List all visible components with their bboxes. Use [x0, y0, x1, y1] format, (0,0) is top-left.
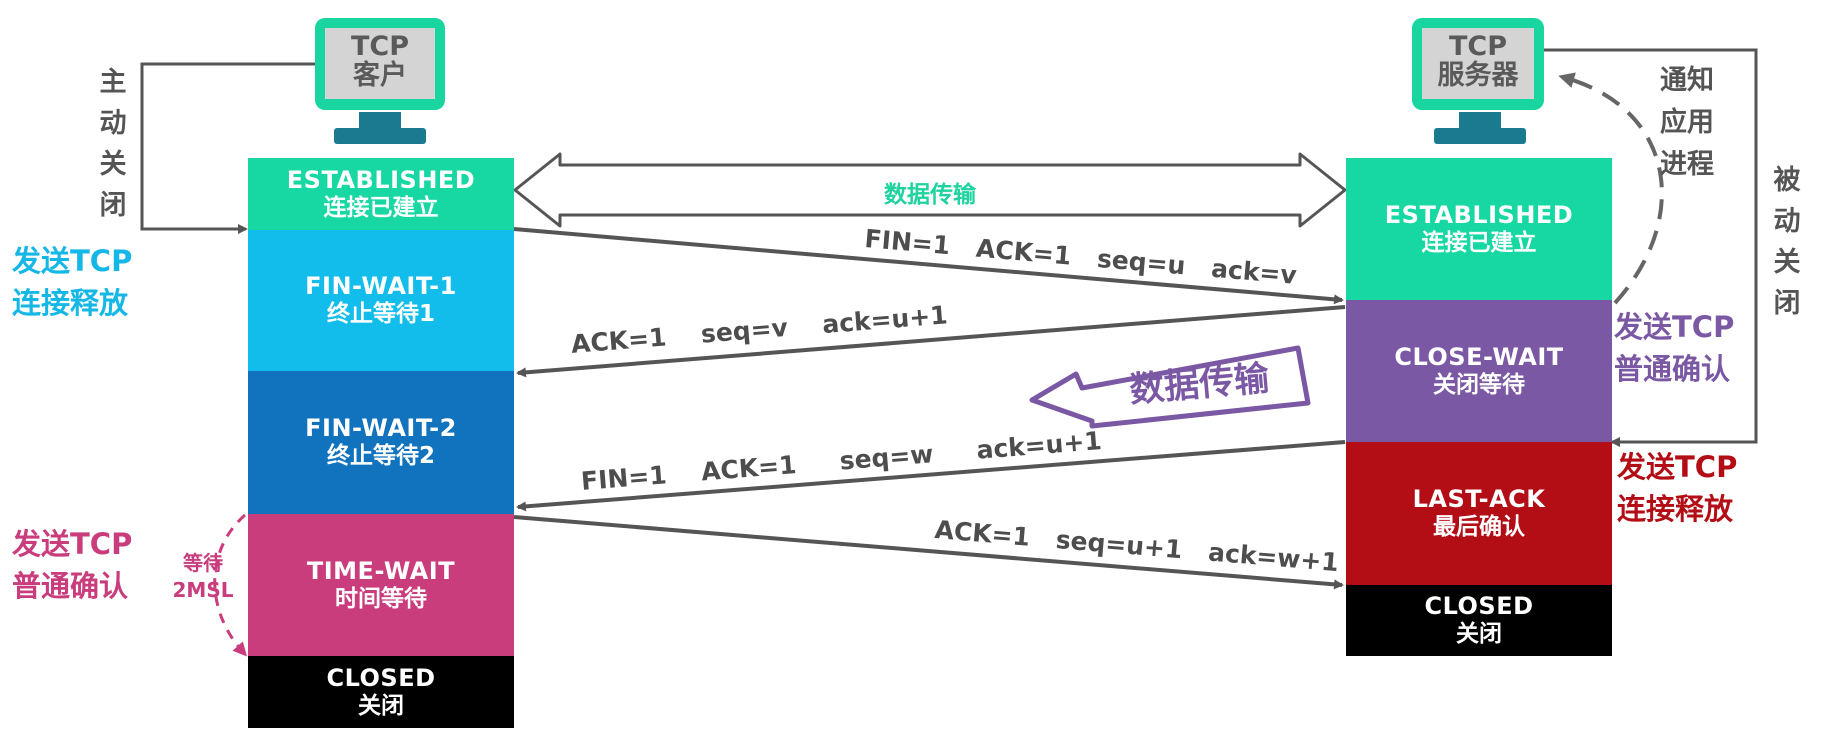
data-transfer-label: 数据传输	[884, 182, 976, 208]
state-en: CLOSED	[1424, 592, 1534, 621]
server-note-send-release: 发送TCP 连接释放	[1617, 450, 1738, 526]
client-state-established: ESTABLISHED 连接已建立	[248, 158, 514, 230]
state-zh: 关闭	[1456, 621, 1502, 648]
client-state-fin-wait-2: FIN-WAIT-2 终止等待2	[248, 371, 514, 514]
data-transfer-double-arrow	[513, 152, 1347, 228]
server-state-last-ack: LAST-ACK 最后确认	[1346, 442, 1612, 585]
client-state-closed: CLOSED 关闭	[248, 656, 514, 728]
wait-2msl-label: 等待 2MSL	[172, 551, 234, 602]
active-close-arrow	[140, 62, 315, 234]
client-monitor-icon	[315, 18, 445, 144]
server-monitor-icon	[1412, 18, 1544, 144]
state-zh: 关闭等待	[1433, 371, 1525, 398]
server-note-send-ack: 发送TCP 普通确认	[1614, 310, 1735, 386]
state-en: TIME-WAIT	[306, 556, 456, 585]
state-en: ESTABLISHED	[286, 165, 476, 194]
passive-close-arrow	[1544, 48, 1758, 447]
state-zh: 连接已建立	[323, 194, 439, 221]
notify-app-arrow	[1558, 72, 1664, 305]
client-note-send-release: 发送TCP 连接释放	[12, 244, 133, 320]
state-en: FIN-WAIT-1	[305, 272, 457, 301]
client-label: TCP 客户	[350, 31, 410, 91]
data-transfer-callout	[1029, 345, 1311, 429]
ack-arrow-client-to-server	[513, 515, 1344, 590]
server-state-closed: CLOSED 关闭	[1346, 585, 1612, 656]
server-label: TCP 服务器	[1437, 31, 1519, 91]
time-wait-timer-arrow	[213, 513, 248, 657]
state-zh: 关闭	[358, 692, 404, 719]
client-state-fin-wait-1: FIN-WAIT-1 终止等待1	[248, 230, 514, 371]
state-zh: 终止等待1	[326, 301, 435, 328]
state-zh: 时间等待	[335, 585, 427, 612]
server-state-established: ESTABLISHED 连接已建立	[1346, 158, 1612, 300]
state-en: CLOSED	[326, 663, 436, 692]
client-note-send-ack: 发送TCP 普通确认	[12, 527, 133, 603]
state-en: CLOSE-WAIT	[1394, 342, 1564, 371]
state-zh: 终止等待2	[326, 443, 435, 470]
passive-close-label: 被动关闭	[1773, 165, 1801, 319]
notify-app-label: 通知 应用 进程	[1660, 65, 1714, 180]
fin-arrow-client-to-server	[513, 227, 1344, 305]
state-zh: 连接已建立	[1421, 229, 1537, 256]
client-state-time-wait: TIME-WAIT 时间等待	[248, 514, 514, 656]
state-en: ESTABLISHED	[1384, 200, 1574, 229]
ack-arrow-server-to-client	[516, 305, 1346, 378]
fin-arrow-server-to-client	[516, 440, 1346, 512]
state-zh: 最后确认	[1433, 514, 1525, 541]
active-close-label: 主动关闭	[99, 67, 127, 221]
state-en: LAST-ACK	[1412, 485, 1546, 514]
server-state-close-wait: CLOSE-WAIT 关闭等待	[1346, 300, 1612, 442]
state-en: FIN-WAIT-2	[305, 414, 457, 443]
